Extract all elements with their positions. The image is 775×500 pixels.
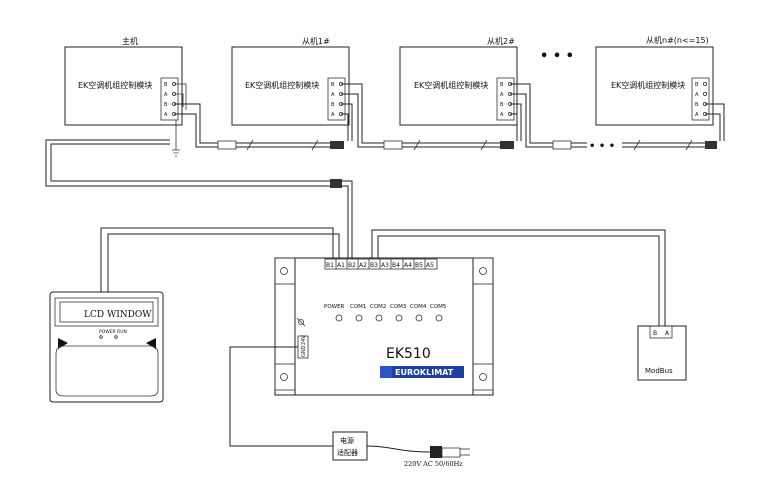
led-label-com4: COM4: [410, 304, 427, 310]
ellipsis-bus: • • •: [589, 141, 615, 152]
svg-text:A: A: [164, 92, 168, 98]
lcd-window-label: LCD WINDOW: [84, 310, 152, 320]
module-slave-2-caption: 从机2#: [487, 36, 515, 46]
terminal-b4: B4: [392, 262, 400, 269]
led-com4: [415, 314, 423, 322]
led-row: POWER COM1 COM2 COM3 COM4 COM5: [324, 304, 447, 322]
svg-text:A: A: [331, 92, 335, 98]
svg-text:B: B: [695, 82, 699, 88]
modbus-device: B A ModBus: [637, 325, 687, 381]
led-com1: [355, 314, 363, 322]
module-slave-1-caption: 从机1#: [302, 36, 330, 46]
led-label-com3: COM3: [390, 304, 407, 310]
svg-text:A: A: [500, 92, 504, 98]
terminal-b1: B1: [326, 262, 334, 269]
terminal-b3: B3: [370, 262, 378, 269]
led-label-com2: COM2: [370, 304, 386, 310]
terminal-b5: B5: [415, 262, 423, 269]
led-label-com5: COM5: [430, 304, 447, 310]
power-adapter: 电源 适配器 220V AC 50/60Hz: [229, 346, 470, 468]
modbus-label: ModBus: [645, 367, 673, 375]
terminal-a3: A3: [381, 262, 389, 269]
adapter-line2: 适配器: [337, 448, 358, 457]
svg-text:B: B: [500, 102, 504, 108]
svg-text:B: B: [500, 82, 504, 88]
lcd-keypad: [55, 345, 159, 397]
svg-text:B: B: [331, 82, 335, 88]
led-com3: [395, 314, 403, 322]
svg-text:A: A: [331, 112, 335, 118]
svg-text:A: A: [695, 92, 699, 98]
plug-body: [430, 446, 442, 458]
ellipsis-top: • • •: [540, 49, 574, 64]
ek510-controller: B1 A1 B2 A2 B3 A3 B4 A4 B5 A5 POWER COM1…: [274, 257, 494, 396]
svg-text:A: A: [500, 112, 504, 118]
svg-text:B: B: [695, 102, 699, 108]
terminal-a5: A5: [426, 262, 434, 269]
module-slave-1: 从机1# EK空调机组控制模块 B A B A: [231, 36, 350, 126]
module-master-name: EK空调机组控制模块: [78, 80, 152, 90]
led-label-power: POWER: [324, 304, 345, 310]
terminal-b2: B2: [348, 262, 356, 269]
power-term-24v: 24V: [301, 335, 307, 345]
bus-wiring: • • •: [45, 83, 725, 326]
modbus-term-a: A: [665, 330, 670, 337]
module-slave-n: 从机n#(n<=15) EK空调机组控制模块 B A B A: [595, 35, 714, 126]
led-com2: [375, 314, 383, 322]
module-slave-1-name: EK空调机组控制模块: [245, 80, 319, 90]
hub-model: EK510: [386, 346, 431, 362]
side-port: GND 24V: [296, 317, 309, 359]
terminal-a2: A2: [359, 262, 367, 269]
terminal-a1: A1: [337, 262, 345, 269]
lcd-status-label: POWER RUN: [99, 329, 127, 335]
module-master-caption: 主机: [122, 36, 138, 46]
svg-text:A: A: [164, 112, 168, 118]
svg-text:B: B: [164, 82, 168, 88]
module-slave-2-name: EK空调机组控制模块: [414, 80, 488, 90]
svg-text:B: B: [331, 102, 335, 108]
supply-spec: 220V AC 50/60Hz: [404, 460, 463, 468]
modbus-term-b: B: [653, 330, 657, 337]
led-label-com1: COM1: [350, 304, 366, 310]
terminal-strip: B1 A1 B2 A2 B3 A3 B4 A4 B5 A5: [324, 258, 438, 270]
brand-logo: EUROKLIMAT: [380, 366, 464, 378]
brand-name: EUROKLIMAT: [395, 368, 454, 377]
module-slave-2: 从机2# EK空调机组控制模块 B A B A: [399, 36, 518, 126]
terminal-a4: A4: [404, 262, 412, 269]
module-slave-n-name: EK空调机组控制模块: [611, 80, 685, 90]
lcd-panel: LCD WINDOW POWER RUN: [49, 291, 164, 403]
svg-text:A: A: [695, 112, 699, 118]
svg-text:B: B: [164, 102, 168, 108]
led-com5: [435, 314, 443, 322]
power-term-gnd: GND: [301, 345, 307, 357]
module-slave-n-caption: 从机n#(n<=15): [646, 35, 709, 45]
adapter-line1: 电源: [340, 436, 354, 445]
module-master: 主机 EK空调机组控制模块 B A B A: [64, 36, 183, 126]
led-power: [335, 314, 343, 322]
